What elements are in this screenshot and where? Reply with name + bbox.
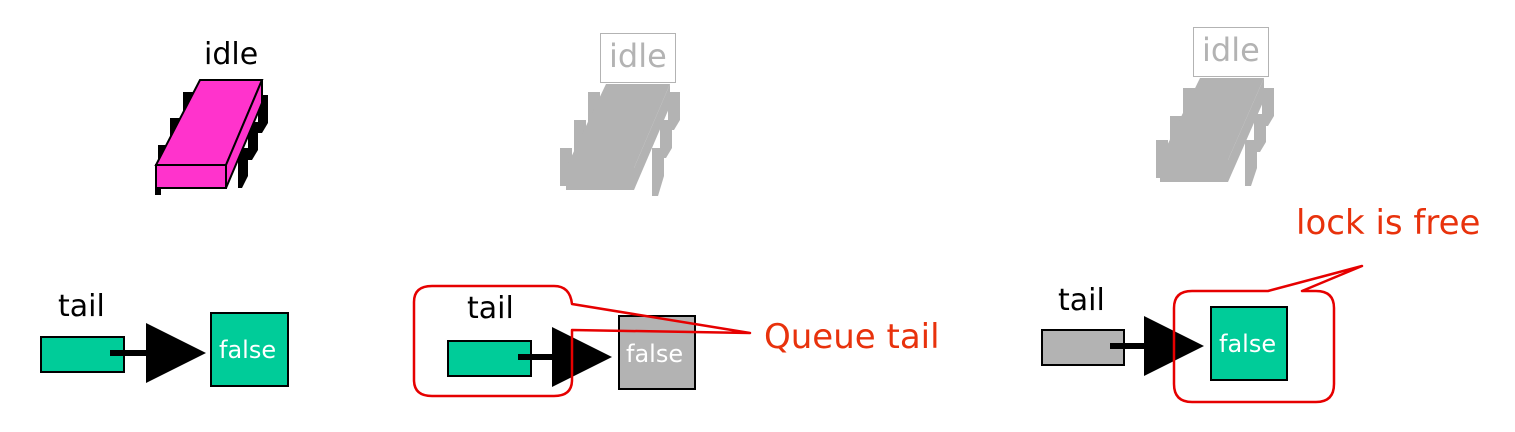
lock-free-callout-text: lock is free bbox=[1296, 203, 1481, 243]
queue-tail-callout-bubble bbox=[412, 284, 752, 398]
tail-label: tail bbox=[467, 291, 514, 326]
queue-tail-callout-text: Queue tail bbox=[764, 317, 940, 357]
node-value-label: false bbox=[219, 336, 277, 364]
processor-chip-icon-inactive bbox=[1156, 78, 1274, 186]
processor-state-label: idle bbox=[600, 33, 676, 83]
node-box bbox=[1210, 306, 1288, 381]
node-box bbox=[210, 312, 289, 387]
processor-chip-icon-active bbox=[154, 79, 268, 195]
lock-free-callout-bubble bbox=[1172, 264, 1364, 404]
tail-label: tail bbox=[1058, 283, 1105, 318]
node-value-label: false bbox=[1219, 330, 1277, 358]
processor-chip-icon-inactive bbox=[560, 84, 680, 196]
node-value-label: false bbox=[626, 340, 684, 368]
tail-label: tail bbox=[58, 289, 105, 324]
node-box bbox=[618, 315, 696, 390]
processor-state-label: idle bbox=[1193, 27, 1269, 77]
processor-state-label: idle bbox=[204, 37, 259, 72]
